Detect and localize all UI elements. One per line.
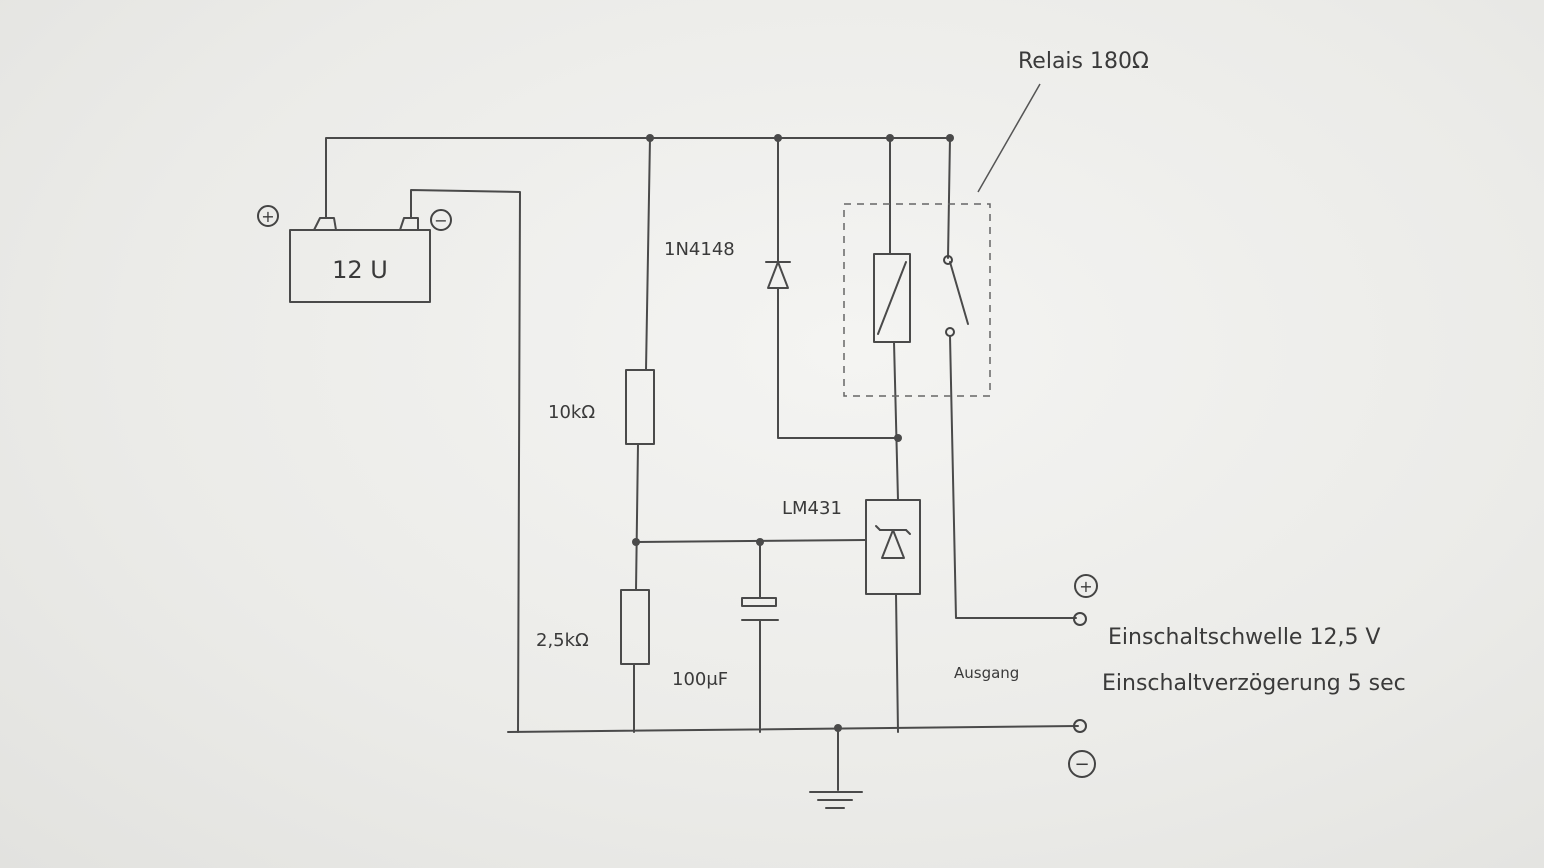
top-rail-wire: [325, 137, 951, 201]
output-terminals: + −: [1068, 574, 1098, 778]
battery-voltage-label: 12 U: [332, 256, 388, 284]
switch-wire-output: [949, 335, 1077, 619]
resistor-10k: [625, 369, 655, 445]
resistor-2k5-label: 2,5kΩ: [536, 630, 589, 651]
junction-dots: [632, 134, 954, 732]
reference-wire: [635, 539, 867, 543]
battery-minus-post: [399, 217, 419, 231]
regulator-wire-bottom: [895, 593, 899, 733]
relay-leader-line: [977, 83, 1041, 193]
switch-wire-top: [947, 137, 951, 259]
delay-note: Einschaltverzögerung 5 sec: [1102, 671, 1406, 696]
ground-rail-wire: [507, 725, 1079, 733]
diode-triangle: [767, 261, 789, 289]
threshold-note: Einschaltschwelle 12,5 V: [1108, 625, 1381, 650]
regulator-lm431: [865, 499, 921, 595]
capacitor-label: 100μF: [672, 669, 728, 690]
regulator-label: LM431: [782, 498, 842, 519]
output-plus-terminal: [1073, 612, 1087, 626]
battery-minus-label: −: [434, 211, 447, 230]
battery-plus-post: [313, 217, 337, 231]
resistor-2k5: [620, 589, 650, 665]
output-minus-label: −: [1074, 754, 1089, 775]
capacitor-plate-top: [741, 597, 777, 607]
ground-symbol: [809, 729, 863, 809]
resistor-10k-label: 10kΩ: [548, 402, 595, 423]
output-plus-symbol: [1074, 574, 1098, 598]
battery-body: [289, 229, 431, 303]
divider-wire-mid: [635, 443, 639, 591]
ground-return-wire: [410, 189, 521, 733]
battery-plus-label: +: [261, 207, 274, 226]
relay-switch: [943, 255, 969, 337]
capacitor-100uf: [741, 541, 779, 733]
divider-wire-top: [645, 137, 651, 371]
relay-coil: [873, 253, 911, 343]
relay-enclosure: [843, 203, 991, 397]
output-plus-label: +: [1079, 577, 1092, 596]
coil-wire-bottom: [893, 341, 899, 501]
diode-label: 1N4148: [664, 239, 735, 260]
battery-minus-symbol: [430, 209, 452, 231]
battery-plus-symbol: [257, 205, 279, 227]
output-minus-symbol: [1068, 750, 1096, 778]
battery: + − 12 U: [257, 189, 521, 733]
output-minus-terminal: [1073, 719, 1087, 733]
output-label: Ausgang: [954, 664, 1019, 682]
diode-1n4148: [765, 137, 899, 439]
relay-label: Relais 180Ω: [1018, 49, 1149, 74]
